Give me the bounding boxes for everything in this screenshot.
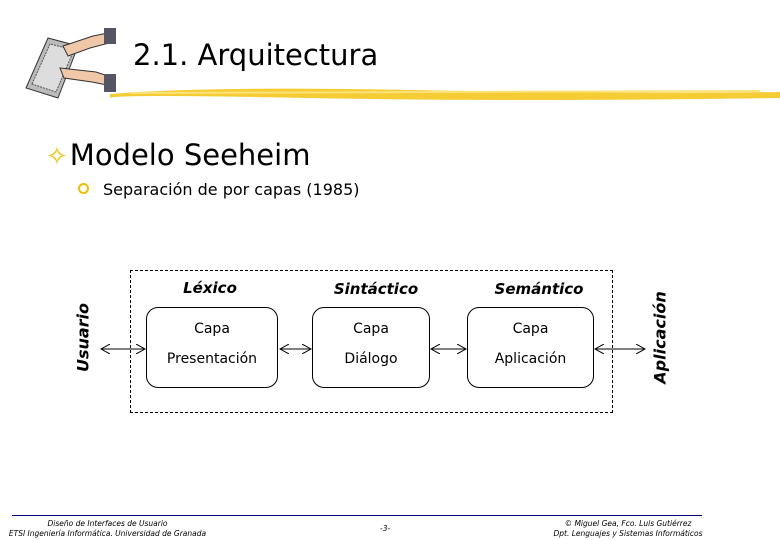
level-sintactico: Sintáctico xyxy=(333,280,419,298)
seeheim-boundary xyxy=(130,270,613,413)
footer-divider xyxy=(12,515,702,516)
aplicacion-label: Aplicación xyxy=(650,291,670,384)
keyboard-hands-icon xyxy=(25,28,116,99)
circle-bullet-icon xyxy=(78,183,89,194)
heading: ✧Modelo Seeheim xyxy=(46,138,311,172)
sub-bullet: Separación de por capas (1985) xyxy=(78,180,359,199)
usuario-label: Usuario xyxy=(73,302,93,373)
page-number: -3- xyxy=(380,524,391,533)
yellow-brush-stroke xyxy=(110,88,780,100)
level-semantico: Semántico xyxy=(494,280,584,298)
four-point-star-icon: ✧ xyxy=(46,142,68,172)
page-title: 2.1. Arquitectura xyxy=(133,38,379,72)
level-lexico: Léxico xyxy=(183,279,237,297)
